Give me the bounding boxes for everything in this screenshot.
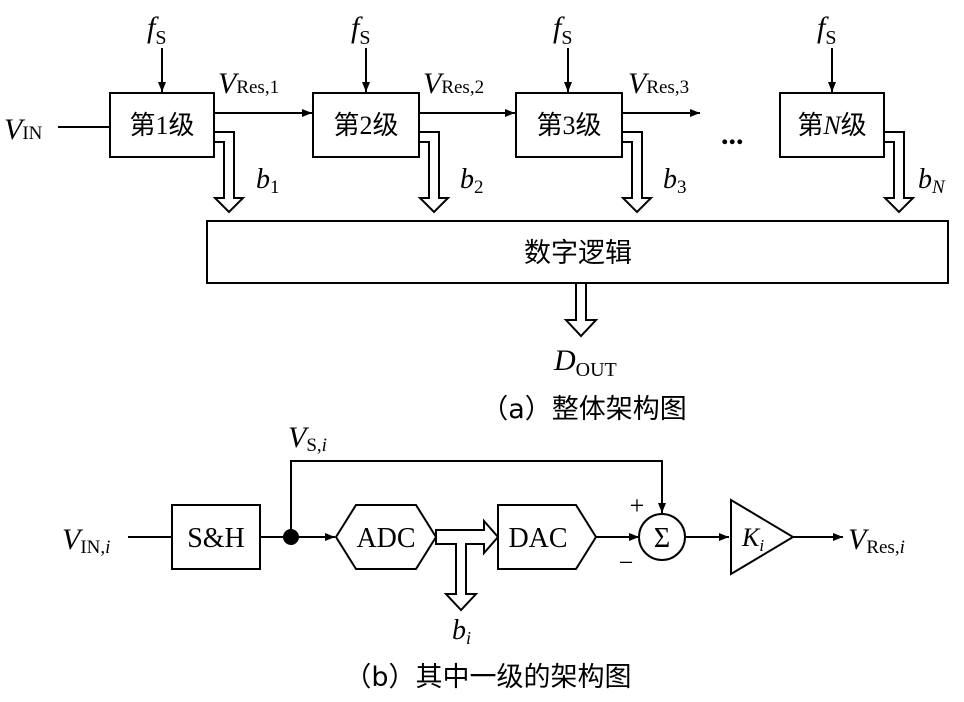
clock-label-2: fS [351, 11, 370, 49]
residue-output-label: VRes,i [848, 523, 905, 558]
stage-n-box [779, 92, 885, 158]
clock-label-3: fS [553, 11, 572, 49]
adc-label: ADC [356, 523, 415, 554]
stage-3-box [515, 92, 623, 158]
output-bus-arrow [563, 282, 599, 338]
dout-label: DOUT [553, 344, 617, 381]
bus-arrow-n [882, 131, 916, 214]
residue-label-1: VRes,1 [218, 67, 279, 100]
digital-logic-box [206, 220, 949, 284]
caption-a: （a）整体架构图 [481, 394, 687, 425]
adc-to-dac-bus-arrow [435, 518, 500, 612]
stage-ellipsis: ... [721, 118, 744, 151]
dac-label: DAC [508, 523, 567, 554]
bit-label-2: b2 [460, 164, 484, 198]
vs-feedforward-path [290, 460, 666, 537]
minus-sign: − [619, 548, 634, 577]
dac-block [497, 504, 598, 570]
bit-label-3: b3 [663, 164, 687, 198]
plus-sign: + [630, 491, 645, 520]
stage-1-box [109, 92, 215, 158]
stage-n-label: 第N级 [797, 111, 866, 141]
vs-label: VS,i [288, 421, 327, 456]
single-stage-architecture [128, 460, 843, 612]
stage-2-label: 第2级 [333, 111, 398, 141]
sh-label: S&H [187, 523, 245, 554]
bus-arrow-1 [212, 131, 246, 214]
residue-label-3: VRes,3 [628, 67, 689, 100]
stage-3-label: 第3级 [536, 111, 601, 141]
vin-label: VIN [4, 113, 43, 146]
digital-logic-label: 数字逻辑 [524, 238, 632, 269]
sigma-symbol: Σ [654, 523, 670, 554]
bit-label-1: b1 [256, 164, 280, 198]
overall-architecture [58, 48, 949, 338]
bus-arrow-2 [417, 131, 451, 214]
bus-arrow-3 [620, 131, 654, 214]
gain-amplifier [730, 498, 795, 576]
clock-label-1: fS [147, 11, 166, 49]
clock-label-n: fS [817, 11, 836, 49]
stage-2-box [312, 92, 420, 158]
bit-label-n: bN [918, 164, 946, 198]
sh-box [171, 504, 261, 570]
residue-label-2: VRes,2 [423, 67, 484, 100]
caption-b: （b）其中一级的架构图 [344, 662, 631, 693]
gain-label: Ki [741, 523, 764, 555]
stage-input-label: VIN,i [62, 523, 110, 558]
stage-1-label: 第1级 [129, 111, 194, 141]
stage-bit-label: bi [452, 615, 471, 648]
